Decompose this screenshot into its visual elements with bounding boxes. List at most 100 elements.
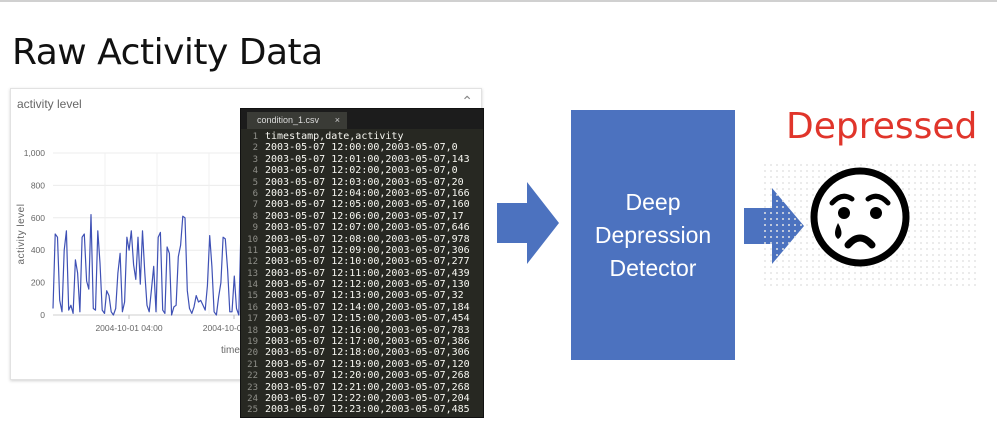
- detector-line-1: Deep: [625, 188, 681, 215]
- y-tick-label: 400: [31, 245, 45, 255]
- code-line: 4 2003-05-07 12:02:00,2003-05-07,0: [241, 165, 483, 176]
- code-line: 11 2003-05-07 12:09:00,2003-05-07,306: [241, 245, 483, 256]
- code-line: 22 2003-05-07 12:20:00,2003-05-07,268: [241, 370, 483, 381]
- line-number: 6: [252, 188, 258, 199]
- code-line: 12 2003-05-07 12:10:00,2003-05-07,277: [241, 256, 483, 267]
- code-line: 19 2003-05-07 12:17:00,2003-05-07,386: [241, 336, 483, 347]
- code-line: 6 2003-05-07 12:04:00,2003-05-07,166: [241, 188, 483, 199]
- code-text: 2003-05-07 12:18:00,2003-05-07,306: [265, 347, 470, 359]
- x-tick-label: 2004-10-05 04:0: [203, 323, 266, 333]
- code-text: 2003-05-07 12:14:00,2003-05-07,184: [265, 301, 470, 313]
- code-line: 15 2003-05-07 12:13:00,2003-05-07,32: [241, 290, 483, 301]
- line-number: 8: [252, 211, 258, 222]
- line-number: 14: [247, 280, 258, 291]
- x-tick-label: 2004-10-01 04:00: [95, 323, 162, 333]
- code-line: 16 2003-05-07 12:14:00,2003-05-07,184: [241, 302, 483, 313]
- top-divider: [0, 0, 997, 2]
- code-line: 24 2003-05-07 12:22:00,2003-05-07,204: [241, 393, 483, 404]
- code-text: 2003-05-07 12:12:00,2003-05-07,130: [265, 279, 470, 291]
- code-text: 2003-05-07 12:01:00,2003-05-07,143: [265, 153, 470, 165]
- line-number: 5: [252, 177, 258, 188]
- code-line: 21 2003-05-07 12:19:00,2003-05-07,120: [241, 359, 483, 370]
- code-line: 25 2003-05-07 12:23:00,2003-05-07,485: [241, 404, 483, 415]
- code-text: 2003-05-07 12:13:00,2003-05-07,32: [265, 290, 464, 302]
- code-text: 2003-05-07 12:08:00,2003-05-07,978: [265, 233, 470, 245]
- line-number: 12: [247, 257, 258, 268]
- y-tick-label: 600: [31, 213, 45, 223]
- y-axis-label: activity level: [16, 204, 27, 265]
- code-line: 5 2003-05-07 12:03:00,2003-05-07,20: [241, 177, 483, 188]
- code-text: 2003-05-07 12:03:00,2003-05-07,20: [265, 176, 464, 188]
- code-text: 2003-05-07 12:02:00,2003-05-07,0: [265, 165, 458, 177]
- line-number: 20: [247, 348, 258, 359]
- result-label: Depressed: [786, 106, 978, 147]
- code-line: 23 2003-05-07 12:21:00,2003-05-07,268: [241, 382, 483, 393]
- slide-title: Raw Activity Data: [12, 32, 323, 73]
- code-text: 2003-05-07 12:10:00,2003-05-07,277: [265, 256, 470, 268]
- code-text: 2003-05-07 12:05:00,2003-05-07,160: [265, 199, 470, 211]
- line-number: 10: [247, 234, 258, 245]
- code-text: timestamp,date,activity: [265, 131, 404, 142]
- code-text: 2003-05-07 12:19:00,2003-05-07,120: [265, 358, 470, 370]
- line-number: 17: [247, 314, 258, 325]
- code-line: 14 2003-05-07 12:12:00,2003-05-07,130: [241, 279, 483, 290]
- chevron-up-icon[interactable]: ⌃: [461, 93, 473, 109]
- code-text: 2003-05-07 12:06:00,2003-05-07,17: [265, 210, 464, 222]
- code-text: 2003-05-07 12:21:00,2003-05-07,268: [265, 381, 470, 393]
- line-number: 1: [252, 132, 258, 142]
- line-number: 18: [247, 325, 258, 336]
- code-text: 2003-05-07 12:09:00,2003-05-07,306: [265, 244, 470, 256]
- line-number: 3: [252, 154, 258, 165]
- csv-editor: condition_1.csv × 1 timestamp,date,activi…: [240, 108, 484, 418]
- line-number: 21: [247, 359, 258, 370]
- y-tick-label: 0: [40, 310, 45, 320]
- y-tick-label: 1,000: [24, 148, 46, 158]
- editor-tab-label: condition_1.csv: [257, 115, 320, 125]
- line-number: 24: [247, 393, 258, 404]
- code-line: 8 2003-05-07 12:06:00,2003-05-07,17: [241, 211, 483, 222]
- right-arrow-icon: [497, 182, 559, 264]
- code-line: 3 2003-05-07 12:01:00,2003-05-07,143: [241, 154, 483, 165]
- code-text: 2003-05-07 12:07:00,2003-05-07,646: [265, 222, 470, 234]
- line-number: 7: [252, 200, 258, 211]
- code-line: 20 2003-05-07 12:18:00,2003-05-07,306: [241, 347, 483, 358]
- code-text: 2003-05-07 12:17:00,2003-05-07,386: [265, 336, 470, 348]
- code-line: 13 2003-05-07 12:11:00,2003-05-07,439: [241, 268, 483, 279]
- line-number: 23: [247, 382, 258, 393]
- line-number: 16: [247, 302, 258, 313]
- code-text: 2003-05-07 12:16:00,2003-05-07,783: [265, 324, 470, 336]
- close-icon[interactable]: ×: [334, 115, 340, 125]
- code-text: 2003-05-07 12:20:00,2003-05-07,268: [265, 370, 470, 382]
- line-number: 11: [247, 245, 258, 256]
- code-text: 2003-05-07 12:04:00,2003-05-07,166: [265, 187, 470, 199]
- detector-line-2: Depression: [594, 221, 712, 248]
- line-number: 25: [247, 405, 258, 416]
- code-line: 7 2003-05-07 12:05:00,2003-05-07,160: [241, 199, 483, 210]
- x-axis-label: times: [221, 345, 245, 356]
- code-line: 1 timestamp,date,activity: [241, 131, 483, 142]
- line-number: 13: [247, 268, 258, 279]
- editor-tab[interactable]: condition_1.csv ×: [247, 112, 347, 129]
- y-tick-label: 200: [31, 278, 45, 288]
- editor-tabbar: condition_1.csv ×: [241, 109, 483, 129]
- sad-tear-face-icon: [810, 167, 910, 267]
- line-number: 15: [247, 291, 258, 302]
- code-text: 2003-05-07 12:00:00,2003-05-07,0: [265, 142, 458, 154]
- code-line: 9 2003-05-07 12:07:00,2003-05-07,646: [241, 222, 483, 233]
- code-text: 2003-05-07 12:23:00,2003-05-07,485: [265, 404, 470, 416]
- code-text: 2003-05-07 12:11:00,2003-05-07,439: [265, 267, 470, 279]
- line-number: 4: [252, 166, 258, 177]
- line-number: 19: [247, 337, 258, 348]
- code-line: 10 2003-05-07 12:08:00,2003-05-07,978: [241, 234, 483, 245]
- detector-line-3: Detector: [609, 254, 697, 281]
- chart-title: activity level: [17, 97, 82, 111]
- code-text: 2003-05-07 12:15:00,2003-05-07,454: [265, 313, 470, 325]
- line-number: 9: [252, 223, 258, 234]
- code-line: 18 2003-05-07 12:16:00,2003-05-07,783: [241, 325, 483, 336]
- series-line: [52, 213, 242, 316]
- code-text: 2003-05-07 12:22:00,2003-05-07,204: [265, 392, 470, 404]
- line-number: 22: [247, 371, 258, 382]
- code-line: 17 2003-05-07 12:15:00,2003-05-07,454: [241, 313, 483, 324]
